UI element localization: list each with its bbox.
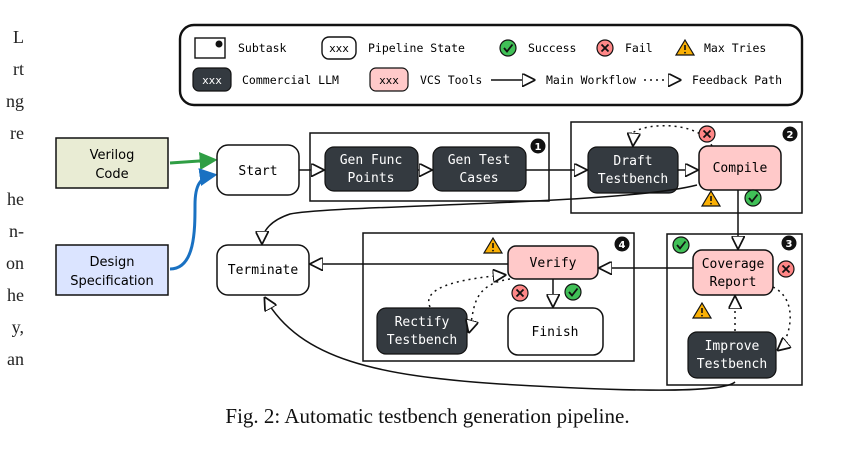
commercial-llm-legend-box (192, 67, 232, 92)
svg-text:4: 4 (619, 240, 626, 251)
margin-line: an (7, 349, 24, 369)
success-icon (499, 39, 517, 57)
coverage-success-icon (672, 236, 690, 254)
legend-commercial-llm: Commercial LLM (242, 73, 339, 87)
subtask-box-2 (570, 121, 803, 214)
legend-max-tries: Max Tries (704, 41, 766, 55)
coverage-to-improve-feedback (772, 286, 790, 350)
legend-pipeline-state-box: xxx (329, 42, 349, 55)
compile-success-icon (744, 189, 762, 207)
svg-text:Draft: Draft (613, 154, 652, 169)
left-margin-text: L rt ng re he n- on he y, an (0, 0, 40, 464)
margin-line: on (6, 253, 24, 273)
svg-text:3: 3 (786, 239, 793, 250)
verify-fail-icon (511, 284, 529, 302)
pipeline-diagram: Subtask xxx Pipeline State Success Fail … (55, 23, 804, 391)
compile-fail-icon (698, 125, 716, 143)
verify-success-icon (564, 283, 582, 301)
margin-line: L (13, 27, 24, 47)
rectify-testbench-node: Rectify Testbench (376, 307, 468, 355)
svg-text:1: 1 (535, 142, 542, 153)
gen-func-points-node: Gen Func Points (324, 146, 419, 192)
subtask-legend-icon (194, 37, 226, 59)
svg-text:Testbench: Testbench (387, 333, 457, 348)
svg-text:Compile: Compile (713, 161, 768, 176)
fail-icon (596, 39, 614, 57)
svg-text:Gen Func: Gen Func (340, 153, 403, 168)
coverage-fail-icon (777, 260, 795, 278)
finish-state: Finish (507, 307, 604, 356)
margin-line: re (10, 123, 24, 143)
subtask-number-1: 1 (530, 138, 546, 154)
svg-text:Report: Report (710, 275, 757, 290)
margin-line: he (7, 189, 24, 209)
svg-text:Testbench: Testbench (598, 172, 668, 187)
verify-max-tries-icon (483, 237, 503, 254)
margin-line: he (7, 285, 24, 305)
coverage-to-terminate-arrow (265, 298, 736, 391)
gen-test-cases-node: Gen Test Cases (432, 146, 527, 192)
legend-fail: Fail (625, 41, 653, 55)
subtask-box-1 (309, 132, 550, 202)
draft-testbench-node: Draft Testbench (587, 146, 679, 194)
legend-pipeline-state: Pipeline State (368, 41, 465, 55)
spec-to-start-arrow (169, 168, 218, 271)
svg-text:Specification: Specification (70, 274, 153, 289)
svg-text:Improve: Improve (705, 339, 760, 354)
compile-to-draft-feedback (633, 124, 713, 146)
svg-text:Start: Start (238, 164, 277, 179)
coverage-report-node: Coverage Report (692, 249, 774, 296)
verilog-to-start-arrow (169, 152, 218, 170)
figure-caption: Fig. 2: Automatic testbench generation p… (225, 404, 630, 428)
legend-vcs-tools-box: xxx (379, 74, 399, 87)
design-specification-input: Design Specification (55, 244, 169, 296)
svg-text:Verilog: Verilog (90, 148, 135, 163)
svg-text:Code: Code (95, 167, 128, 182)
feedback-arrows (427, 124, 790, 350)
svg-text:Rectify: Rectify (395, 315, 450, 330)
rectify-to-verify-feedback (427, 275, 505, 308)
verify-to-rectify-feedback (469, 278, 511, 332)
verilog-code-input: Verilog Code (55, 137, 169, 189)
compile-node: Compile (698, 145, 782, 191)
subtask-box-3 (666, 233, 803, 386)
svg-text:Design: Design (90, 255, 135, 270)
subtask-number-4: 4 (614, 236, 630, 252)
start-state: Start (216, 144, 300, 196)
svg-text:Cases: Cases (459, 171, 498, 186)
svg-text:Coverage: Coverage (702, 257, 765, 272)
subtask-box-4 (362, 232, 635, 362)
main-workflow-arrows (262, 170, 738, 391)
svg-text:2: 2 (787, 130, 794, 141)
margin-line: rt (13, 59, 24, 79)
legend-vcs-tools: VCS Tools (420, 73, 482, 87)
verify-node: Verify (507, 245, 599, 280)
compile-max-tries-icon (701, 190, 721, 207)
legend-commercial-llm-box: xxx (202, 74, 222, 87)
legend-success: Success (528, 41, 576, 55)
improve-testbench-node: Improve Testbench (687, 331, 777, 379)
legend: Subtask xxx Pipeline State Success Fail … (178, 23, 804, 107)
pipeline-state-legend-box (321, 36, 357, 60)
legend-subtask: Subtask (238, 41, 287, 55)
margin-line: n- (9, 221, 24, 241)
legend-feedback-path: Feedback Path (692, 73, 782, 87)
margin-line: ng (6, 91, 24, 111)
terminate-state: Terminate (216, 244, 310, 296)
svg-text:Gen Test: Gen Test (448, 153, 511, 168)
vcs-tools-legend-box (369, 67, 409, 92)
subtask-number-3: 3 (781, 235, 797, 251)
svg-text:Verify: Verify (530, 256, 577, 271)
compile-fail-to-terminate-arrow (262, 184, 698, 243)
margin-line: y, (11, 317, 24, 337)
svg-text:Testbench: Testbench (697, 357, 767, 372)
subtask-number-2: 2 (782, 126, 798, 142)
svg-text:Points: Points (348, 171, 395, 186)
legend-main-workflow: Main Workflow (546, 73, 636, 87)
svg-text:Finish: Finish (532, 325, 579, 340)
coverage-max-tries-icon (692, 302, 712, 319)
svg-text:Terminate: Terminate (228, 263, 299, 278)
